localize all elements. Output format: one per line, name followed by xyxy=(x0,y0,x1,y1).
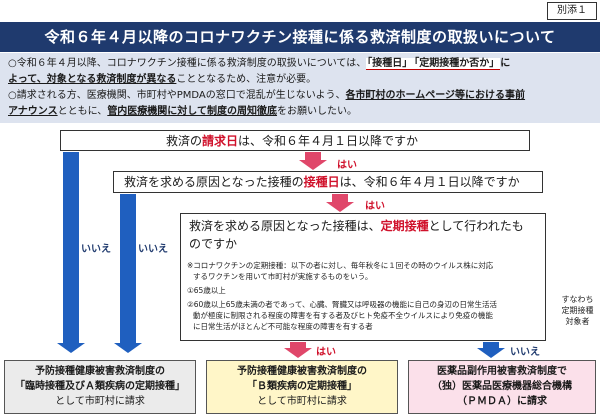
yes-arrow-1-head xyxy=(299,160,327,170)
yes-arrow-3 xyxy=(290,342,306,349)
page-title: 令和６年４月以降のコロナワクチン接種に係る救済制度の取扱いについて xyxy=(0,22,600,52)
intro-line-4: アナウンスとともに、管内医療機関に対して制度の周知徹底をお願いしたい。 xyxy=(8,106,358,117)
intro-line-2: よって、対象となる救済制度が異なることとなるため、注意が必要。 xyxy=(8,74,317,85)
no-arrow-3-head xyxy=(477,348,505,358)
intro-panel: ○令和６年４月以降、コロナワクチン接種に係る救済制度の取扱いについては、「接種日… xyxy=(0,53,600,123)
result-b-class: 予防接種健康被害救済制度の 「Ｂ類疾病の定期接種」 として市町村に請求 xyxy=(206,360,398,414)
no-arrow-1-head xyxy=(57,343,85,353)
yes-arrow-3-head xyxy=(284,348,312,358)
yes-arrow-2-head xyxy=(326,202,354,212)
yes-label-2: はい xyxy=(365,201,385,212)
no-arrow-1 xyxy=(63,152,79,344)
question-routine-vaccination: 救済を求める原因となった接種は、定期接種として行われたも のですか ※コロナワク… xyxy=(180,213,546,341)
routine-definition-note: ※コロナワクチンの定期接種：以下の者に対し、毎年秋冬に１回その時のウイルス株に対… xyxy=(187,261,497,331)
attachment-tag: 別添１ xyxy=(547,2,597,20)
result-temporary-a-class: 予防接種健康被害救済制度の 「臨時接種及びＡ類疾病の定期接種」 として市町村に請… xyxy=(4,360,196,414)
intro-line-1: ○令和６年４月以降、コロナワクチン接種に係る救済制度の取扱いについては、「接種日… xyxy=(8,58,511,70)
no-label-1: いいえ xyxy=(81,244,111,255)
no-arrow-3 xyxy=(483,342,499,349)
question-vaccination-date: 救済を求める原因となった接種の接種日は、令和６年４月１日以降ですか xyxy=(113,171,543,193)
result-pmda: 医薬品副作用被害救済制度で （独）医薬品医療機器総合機構 （ＰＭＤＡ）に請求 xyxy=(408,360,596,414)
intro-line-3: ○請求される方、医療機関、市町村やPMDAの窓口で混乱が生じないよう、各市町村の… xyxy=(8,90,526,101)
yes-arrow-2 xyxy=(332,194,348,203)
no-label-2: いいえ xyxy=(138,244,168,255)
yes-label-3: はい xyxy=(316,347,336,358)
no-arrow-2 xyxy=(120,194,136,344)
no-arrow-2-head xyxy=(114,343,142,353)
yes-label-1: はい xyxy=(337,160,357,171)
side-note: すなわち 定期接種 対象者 xyxy=(561,295,594,326)
no-label-3: いいえ xyxy=(510,347,540,358)
yes-arrow-1 xyxy=(305,152,321,161)
question-request-date: 救済の請求日は、令和６年４月１日以降ですか xyxy=(60,130,530,151)
